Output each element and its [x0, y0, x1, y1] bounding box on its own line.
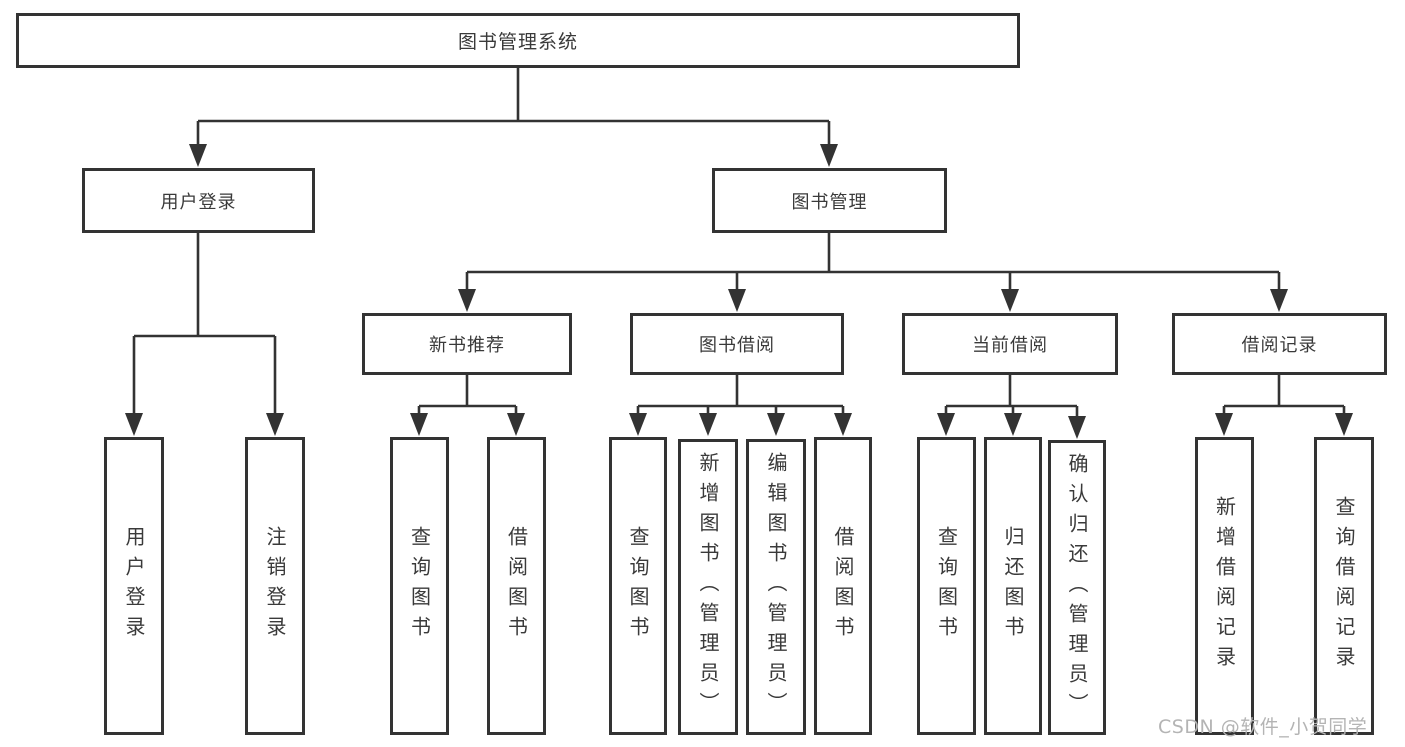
- leaf-recommend-borrow-books: 借阅图书: [487, 437, 546, 735]
- arrowhead: [189, 144, 207, 167]
- node-user-login-label: 用户登录: [160, 191, 237, 213]
- leaf-current-query-books: 查询图书: [917, 437, 976, 735]
- leaf-borrowing-edit-books: 编辑图书（管理员）: [746, 439, 806, 735]
- arrowhead: [629, 413, 647, 436]
- node-borrow-records-label: 借阅记录: [1241, 335, 1318, 356]
- node-book-management: 图书管理: [712, 168, 947, 233]
- leaf-logout-label: 注销登录: [263, 526, 287, 646]
- leaf-current-return-books-label: 归还图书: [1001, 526, 1025, 646]
- node-root-label: 图书管理系统: [457, 31, 578, 53]
- node-root: 图书管理系统: [16, 13, 1020, 68]
- node-book-borrowing: 图书借阅: [630, 313, 844, 375]
- node-new-book-recommend: 新书推荐: [362, 313, 572, 375]
- leaf-recommend-query-books: 查询图书: [390, 437, 449, 735]
- leaf-borrowing-add-books: 新增图书（管理员）: [678, 439, 738, 735]
- arrowhead: [266, 413, 284, 436]
- arrowhead: [125, 413, 143, 436]
- csdn-watermark: CSDN @软件_小贺同学: [1158, 716, 1368, 738]
- arrowhead: [728, 289, 746, 312]
- arrowhead: [1068, 416, 1086, 439]
- arrowhead: [1270, 289, 1288, 312]
- leaf-borrowing-query-books-label: 查询图书: [626, 526, 650, 646]
- node-user-login: 用户登录: [82, 168, 315, 233]
- leaf-borrowing-add-books-label: 新增图书（管理员）: [696, 452, 720, 722]
- leaf-user-login-label: 用户登录: [122, 526, 146, 646]
- leaf-current-query-books-label: 查询图书: [934, 526, 959, 646]
- leaf-user-login: 用户登录: [104, 437, 164, 735]
- leaf-borrowing-query-books: 查询图书: [609, 437, 667, 735]
- arrowhead: [1001, 289, 1019, 312]
- leaf-current-confirm-return-label: 确认归还（管理员）: [1065, 452, 1089, 723]
- node-current-borrowing: 当前借阅: [902, 313, 1118, 375]
- leaf-records-query-record-label: 查询借阅记录: [1332, 496, 1356, 676]
- arrowhead: [1335, 413, 1353, 436]
- arrowhead: [410, 413, 428, 436]
- arrowhead: [937, 413, 955, 436]
- node-book-management-label: 图书管理: [791, 191, 868, 213]
- arrowhead: [507, 413, 525, 436]
- node-new-book-recommend-label: 新书推荐: [429, 335, 505, 356]
- arrowhead: [834, 413, 852, 436]
- leaf-recommend-borrow-books-label: 借阅图书: [504, 526, 529, 646]
- leaf-records-add-record: 新增借阅记录: [1195, 437, 1254, 735]
- leaf-borrowing-edit-books-label: 编辑图书（管理员）: [764, 452, 788, 722]
- leaf-logout: 注销登录: [245, 437, 305, 735]
- leaf-records-add-record-label: 新增借阅记录: [1212, 496, 1237, 676]
- leaf-current-return-books: 归还图书: [984, 437, 1042, 735]
- node-current-borrowing-label: 当前借阅: [972, 335, 1048, 356]
- node-book-borrowing-label: 图书借阅: [699, 335, 775, 356]
- arrowhead: [1215, 413, 1233, 436]
- arrowhead: [1004, 413, 1022, 436]
- leaf-borrowing-borrow-books: 借阅图书: [814, 437, 872, 735]
- leaf-records-query-record: 查询借阅记录: [1314, 437, 1374, 735]
- arrowhead: [767, 413, 785, 436]
- arrowhead: [699, 413, 717, 436]
- arrowhead: [458, 289, 476, 312]
- leaf-borrowing-borrow-books-label: 借阅图书: [831, 526, 855, 646]
- leaf-current-confirm-return: 确认归还（管理员）: [1048, 440, 1106, 735]
- leaf-recommend-query-books-label: 查询图书: [407, 526, 432, 646]
- arrowhead: [820, 144, 838, 167]
- node-borrow-records: 借阅记录: [1172, 313, 1387, 375]
